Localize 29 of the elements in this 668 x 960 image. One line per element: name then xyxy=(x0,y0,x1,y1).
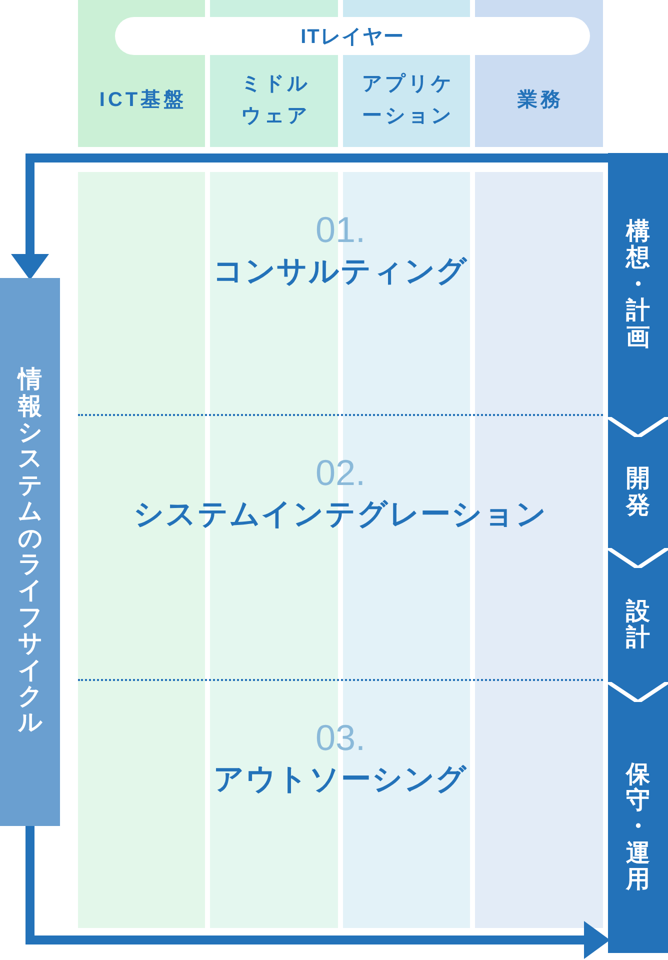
layer-column xyxy=(78,55,205,147)
stage-label: 開発 xyxy=(626,466,650,519)
stage-label: 保守・運用 xyxy=(626,762,650,894)
lifecycle-band xyxy=(0,278,60,826)
stage-block xyxy=(608,153,668,417)
layer-column xyxy=(210,55,338,147)
section-title: システムインテグレーション xyxy=(134,497,548,534)
layer-title: ITレイヤー xyxy=(300,24,404,50)
section-number: 03. xyxy=(315,716,366,760)
chevron-arrow xyxy=(606,546,668,570)
layer-column xyxy=(343,55,470,147)
stage-label: 設計 xyxy=(626,598,650,652)
layer-label: アプリケーション xyxy=(361,72,455,129)
layer-column xyxy=(475,55,603,147)
section-title: アウトソーシング xyxy=(213,762,468,798)
section-title: コンサルティング xyxy=(212,254,468,290)
chevron-arrow xyxy=(606,680,668,704)
layer-label: 業務 xyxy=(518,88,564,113)
section-number: 02. xyxy=(315,451,366,494)
flow-arrow xyxy=(11,154,608,280)
layer-label: ICT基盤 xyxy=(99,88,187,113)
band-label: 情報システムのライフサイクル xyxy=(18,367,42,737)
layer-pill xyxy=(115,17,590,55)
flow-arrow xyxy=(26,826,610,959)
stage-block xyxy=(608,702,668,953)
chevron-arrow xyxy=(606,415,668,439)
layer-label: ミドルウェア xyxy=(240,72,311,129)
stage-label: 構想・計画 xyxy=(626,219,650,351)
section-number: 01. xyxy=(315,208,366,252)
